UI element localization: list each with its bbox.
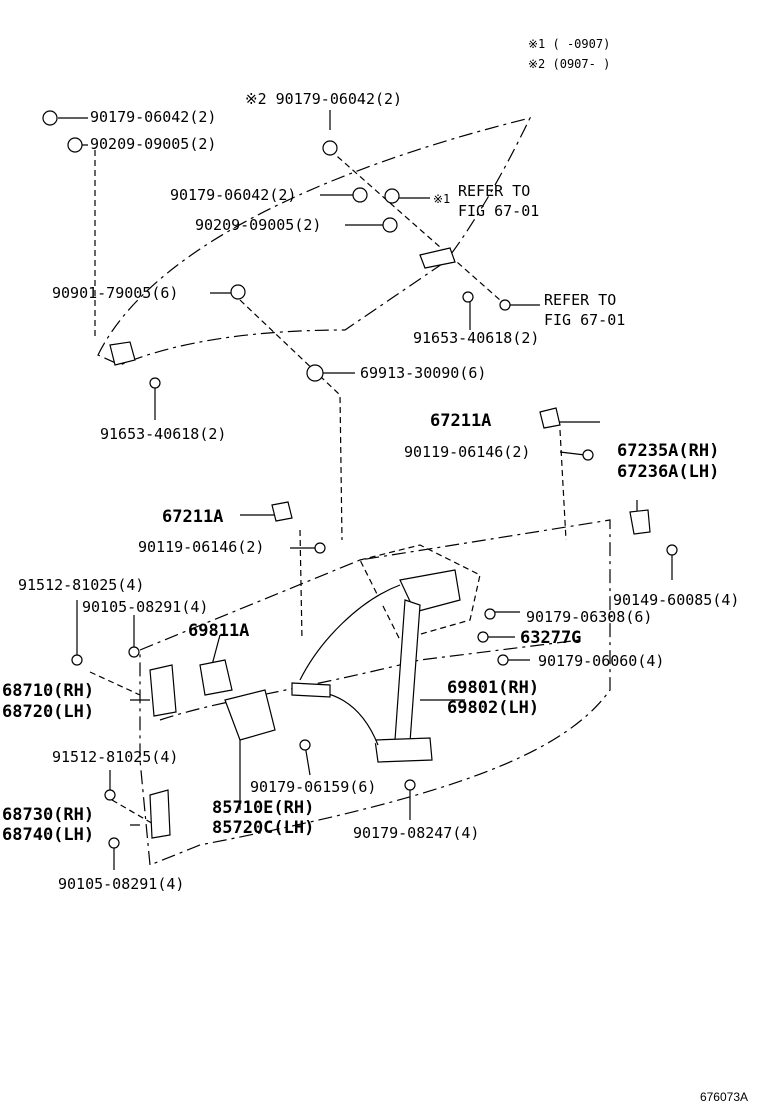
part-label[interactable]: 90179-06042(2) [90, 108, 217, 126]
part-label[interactable]: 68720(LH) [2, 702, 95, 722]
part-label[interactable]: 91653-40618(2) [100, 425, 227, 443]
bolt-icon [104, 789, 116, 801]
part-label[interactable]: 68740(LH) [2, 825, 95, 845]
part-label[interactable]: 90901-79005(6) [52, 284, 179, 302]
nut-icon [477, 631, 489, 643]
stopper-icon [271, 501, 293, 522]
hinge-icon [149, 789, 171, 839]
connector-icon [291, 682, 331, 698]
part-label[interactable]: 68710(RH) [2, 681, 95, 701]
part-label[interactable]: 90179-06308(6) [526, 608, 653, 626]
part-label[interactable]: 91512-81025(4) [18, 576, 145, 594]
nut-icon [299, 739, 311, 751]
power-window-motor-icon [224, 689, 276, 741]
dash-leader-g [111, 799, 156, 826]
regulator-base-icon [374, 737, 433, 763]
part-label[interactable]: 90209-09005(2) [90, 135, 217, 153]
note-marker: ※1 [433, 192, 451, 206]
part-label[interactable]: 91653-40618(2) [413, 329, 540, 347]
fig-ref-label[interactable]: FIG 67-01 [458, 202, 540, 220]
bolt-icon [314, 542, 326, 554]
part-label[interactable]: 90179-06159(6) [250, 778, 377, 796]
nut-icon [382, 217, 398, 233]
dash-leader-d [559, 429, 567, 541]
part-label[interactable]: 90119-06146(2) [404, 443, 531, 461]
refer-to-label[interactable]: REFER TO [458, 182, 531, 200]
part-label[interactable]: 90105-08291(4) [58, 875, 185, 893]
bolt-icon [582, 449, 594, 461]
bolt-icon [108, 837, 120, 849]
refer-to-label[interactable]: REFER TO [544, 291, 617, 309]
part-label[interactable]: 68730(RH) [2, 805, 95, 825]
dash-leader-e [299, 529, 303, 641]
regulator-guide-box [359, 544, 481, 641]
part-label[interactable]: 90149-60085(4) [613, 591, 740, 609]
part-label[interactable]: 69811A [188, 621, 250, 641]
note-2: ※2 (0907- ) [528, 57, 611, 71]
nut-icon [404, 779, 416, 791]
part-label[interactable]: ※2 90179-06042(2) [245, 90, 403, 108]
part-label[interactable]: 90179-06060(4) [538, 652, 665, 670]
part-label[interactable]: 90105-08291(4) [82, 598, 209, 616]
part-label[interactable]: 69913-30090(6) [360, 364, 487, 382]
hinge-icon [149, 664, 177, 717]
glass-channel-bracket-icon [419, 247, 456, 269]
bolt-icon [462, 291, 474, 303]
part-label[interactable]: 67211A [430, 411, 492, 431]
part-label[interactable]: 69801(RH) [447, 678, 540, 698]
part-label[interactable]: 90209-09005(2) [195, 216, 322, 234]
fig-ref-label[interactable]: FIG 67-01 [544, 311, 626, 329]
motor-connector-icon [199, 659, 233, 696]
part-label[interactable]: 69802(LH) [447, 698, 540, 718]
cable-icon [299, 689, 379, 746]
part-label[interactable]: 85710E(RH) [212, 798, 315, 818]
nut-icon [484, 608, 496, 620]
cable-icon [299, 584, 401, 681]
glass-channel-bracket-icon [109, 341, 136, 366]
dash-leader-f [89, 671, 141, 696]
part-label[interactable]: 85720C(LH) [212, 818, 315, 838]
part-label[interactable]: 63277G [520, 628, 582, 648]
bracket-icon [629, 509, 651, 535]
note-1: ※1 ( -0907) [528, 37, 611, 51]
nut-icon [497, 654, 509, 666]
nut-icon [384, 188, 400, 204]
nut-icon [67, 137, 83, 153]
part-label[interactable]: 67211A [162, 507, 224, 527]
nut-icon [306, 364, 324, 382]
inner-panel-outline [159, 639, 581, 721]
leader-lines [58, 110, 673, 870]
part-label[interactable]: 90179-06042(2) [170, 186, 297, 204]
regulator-rail [394, 599, 421, 743]
bolt-icon [128, 646, 140, 658]
nut-icon [352, 187, 368, 203]
bolt-icon [666, 544, 678, 556]
part-label[interactable]: 91512-81025(4) [52, 748, 179, 766]
nut-icon [322, 140, 338, 156]
dash-leader-b [329, 149, 501, 301]
figure-id: 676073A [699, 1090, 748, 1104]
part-label[interactable]: 90179-08247(4) [353, 824, 480, 842]
bolt-icon [499, 299, 511, 311]
nut-icon [42, 110, 58, 126]
dash-leader-c [239, 299, 343, 541]
door-glass-outline [97, 117, 532, 366]
bolt-icon [71, 654, 83, 666]
nut-icon [230, 284, 246, 300]
stopper-icon [539, 407, 561, 429]
part-label[interactable]: 90119-06146(2) [138, 538, 265, 556]
bolt-icon [149, 377, 161, 389]
part-label[interactable]: 67236A(LH) [617, 462, 720, 482]
part-label[interactable]: 67235A(RH) [617, 441, 720, 461]
